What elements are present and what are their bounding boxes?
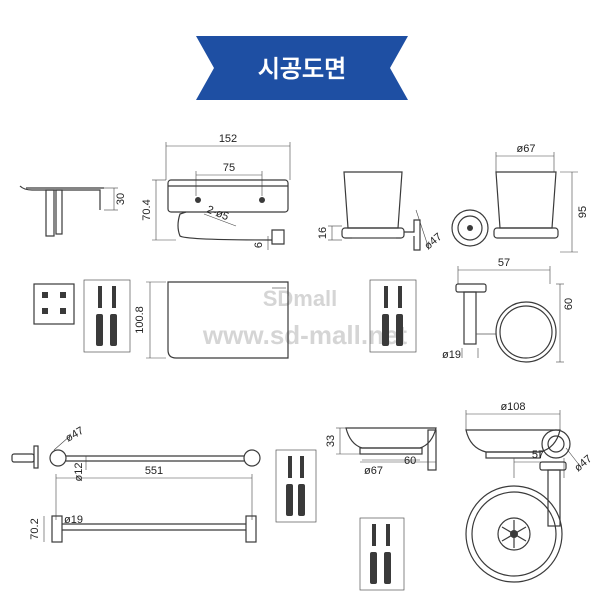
tumbler-post-dia: ø19 (442, 349, 461, 361)
towel-bar-drawing: ø47 ø12 551 ø19 70.2 (11, 425, 317, 543)
paper-holder-screw-pack (83, 279, 131, 353)
tumbler-holder-front-view: ø67 95 (493, 143, 589, 253)
paper-holder-body-height: 100.8 (134, 306, 146, 334)
soap-dish-large-drawing: ø108 ø47 57 (465, 401, 594, 583)
towel-bar-bar-dia: ø12 (73, 463, 85, 482)
towel-bar-post-dia: ø19 (64, 514, 83, 526)
paper-holder-width: 152 (219, 133, 237, 145)
tumbler-mount-dia: ø47 (422, 231, 444, 252)
paper-holder-front-view: 152 75 2-ø5 6 70.4 (141, 133, 291, 250)
paper-holder-drawing: 30 152 75 2-ø5 6 70.4 (19, 133, 291, 359)
tumbler-holder-top-view: 57 60 ø19 (442, 257, 575, 363)
watermark: SDmall www.sd-mall.net (202, 286, 408, 350)
tumbler-cup-dia: ø67 (517, 143, 536, 155)
towel-bar-length: 551 (145, 465, 163, 477)
soap-large-dish-dia: ø108 (500, 401, 525, 413)
tumbler-holder-screw-pack (369, 279, 417, 353)
towel-bar-front-view: ø47 ø12 (11, 425, 261, 482)
soap-small-height: 33 (325, 435, 337, 447)
towel-bar-screw-pack (275, 449, 317, 523)
towel-bar-depth: 70.2 (29, 518, 41, 539)
soap-dish-small-drawing: 33 ø67 60 (325, 427, 437, 591)
paper-holder-screw: 2-ø5 (205, 204, 230, 224)
paper-holder-inner-width: 75 (223, 162, 235, 174)
tumbler-depth: 57 (498, 257, 510, 269)
drain-spokes (501, 520, 527, 548)
towel-bar-top-view: 551 ø19 70.2 (29, 465, 257, 543)
soap-large-depth: 57 (532, 449, 544, 461)
paper-holder-side-view: 30 (19, 185, 127, 237)
soap-small-depth: 60 (404, 455, 416, 467)
tumbler-base-height: 16 (317, 227, 329, 239)
paper-holder-gap: 6 (253, 242, 265, 248)
tumbler-height: 95 (577, 206, 589, 218)
paper-holder-height: 70.4 (141, 199, 153, 220)
soap-small-base-dia: ø67 (364, 465, 383, 477)
tumbler-ring-height: 60 (563, 298, 575, 310)
title-banner: 시공도면 (196, 36, 408, 100)
soap-large-mount-dia: ø47 (572, 453, 594, 474)
page-title: 시공도면 (258, 55, 346, 83)
paper-holder-side-height: 30 (115, 193, 127, 205)
tumbler-holder-side-view: 16 ø47 (317, 171, 489, 252)
soap-dish-screw-pack (359, 517, 405, 591)
paper-holder-mount-plate (33, 283, 75, 325)
watermark-line2: www.sd-mall.net (202, 320, 408, 350)
paper-holder-body-view: 100.8 (134, 281, 289, 359)
watermark-line1: SDmall (263, 286, 338, 311)
tumbler-holder-drawing: 16 ø47 ø67 95 (317, 143, 589, 363)
towel-bar-mount-dia: ø47 (64, 425, 86, 445)
